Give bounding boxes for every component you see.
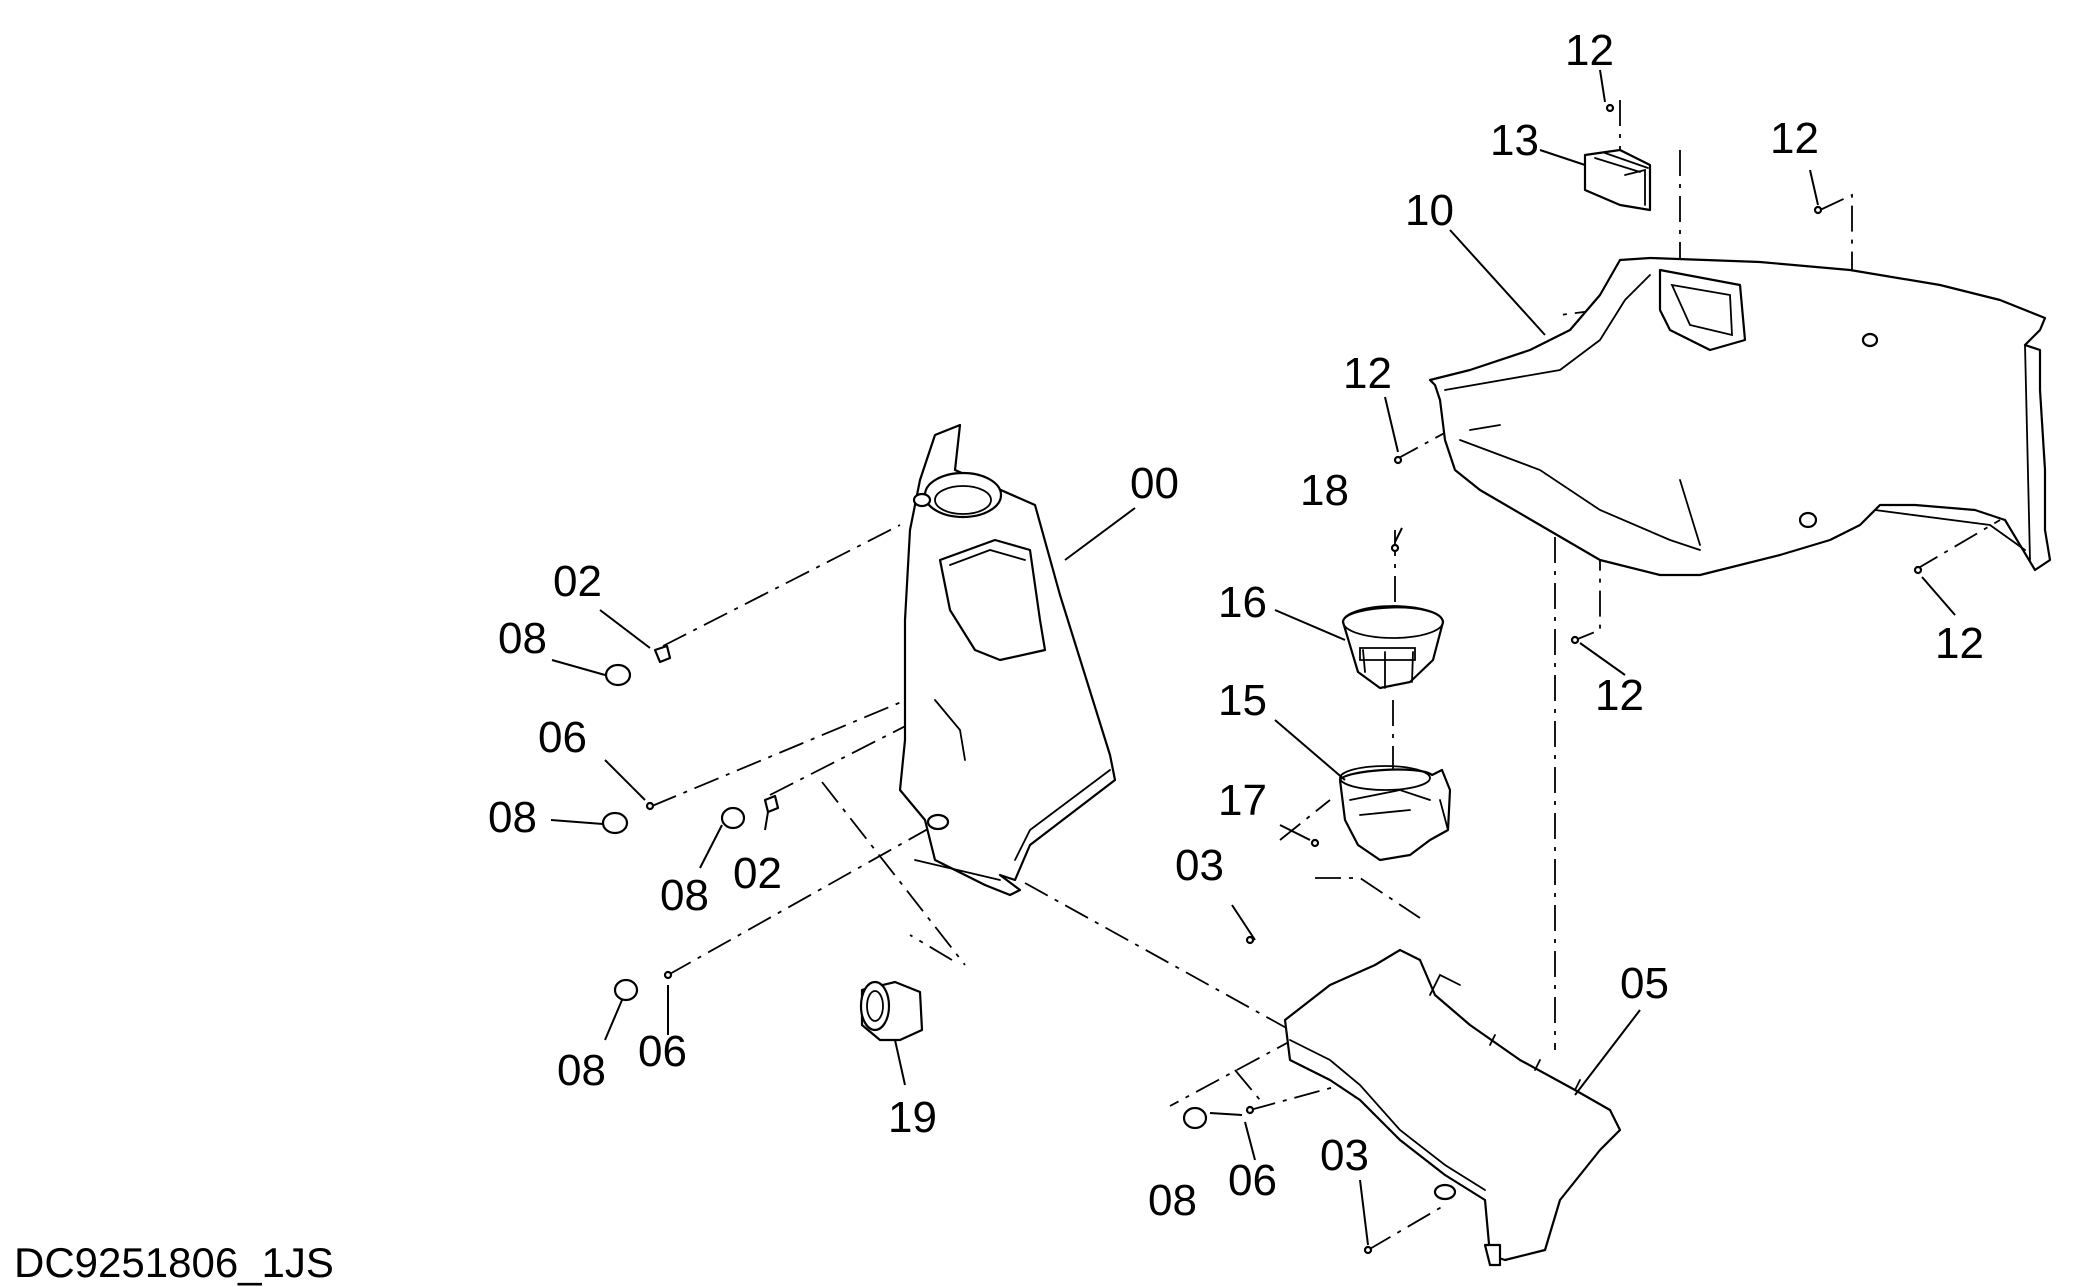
callout-08: 08 xyxy=(488,793,537,842)
callout-06: 06 xyxy=(638,1027,687,1076)
part-00-console-body xyxy=(898,423,1117,897)
callout-16: 16 xyxy=(1218,578,1267,627)
callout-02: 02 xyxy=(733,849,782,898)
callout-10: 10 xyxy=(1405,186,1454,235)
callout-12: 12 xyxy=(1935,619,1984,668)
part-16-cup-holder xyxy=(1341,605,1445,690)
callout-08: 08 xyxy=(498,614,547,663)
callout-06: 06 xyxy=(538,713,587,762)
callout-18: 18 xyxy=(1300,466,1349,515)
callout-03: 03 xyxy=(1175,841,1224,890)
part-15-cup-holder-base xyxy=(1338,765,1452,862)
callout-02: 02 xyxy=(553,557,602,606)
callout-15: 15 xyxy=(1218,676,1267,725)
part-05-lower-trim xyxy=(1283,948,1622,1267)
callout-12: 12 xyxy=(1770,114,1819,163)
callout-05: 05 xyxy=(1620,959,1669,1008)
callout-13: 13 xyxy=(1490,116,1539,165)
callout-00: 00 xyxy=(1130,459,1179,508)
callout-08: 08 xyxy=(557,1046,606,1095)
fasteners xyxy=(645,103,1923,1255)
callout-08: 08 xyxy=(1148,1176,1197,1225)
callout-06: 06 xyxy=(1228,1156,1277,1205)
part-13-clip xyxy=(1583,148,1652,212)
callout-12: 12 xyxy=(1565,26,1614,75)
drawing-code: DC9251806_1JS xyxy=(14,1239,334,1286)
callout-19: 19 xyxy=(888,1093,937,1142)
part-19-grommet xyxy=(859,980,924,1042)
callout-03: 03 xyxy=(1320,1131,1369,1180)
callout-12: 12 xyxy=(1343,349,1392,398)
callout-08: 08 xyxy=(660,871,709,920)
part-10-side-panel xyxy=(1428,256,2052,577)
callout-12: 12 xyxy=(1595,671,1644,720)
callout-labels: 00 02 02 03 03 05 06 06 06 08 08 08 08 0… xyxy=(488,26,1984,1225)
callout-17: 17 xyxy=(1218,776,1267,825)
leader-lines xyxy=(550,69,1956,1246)
